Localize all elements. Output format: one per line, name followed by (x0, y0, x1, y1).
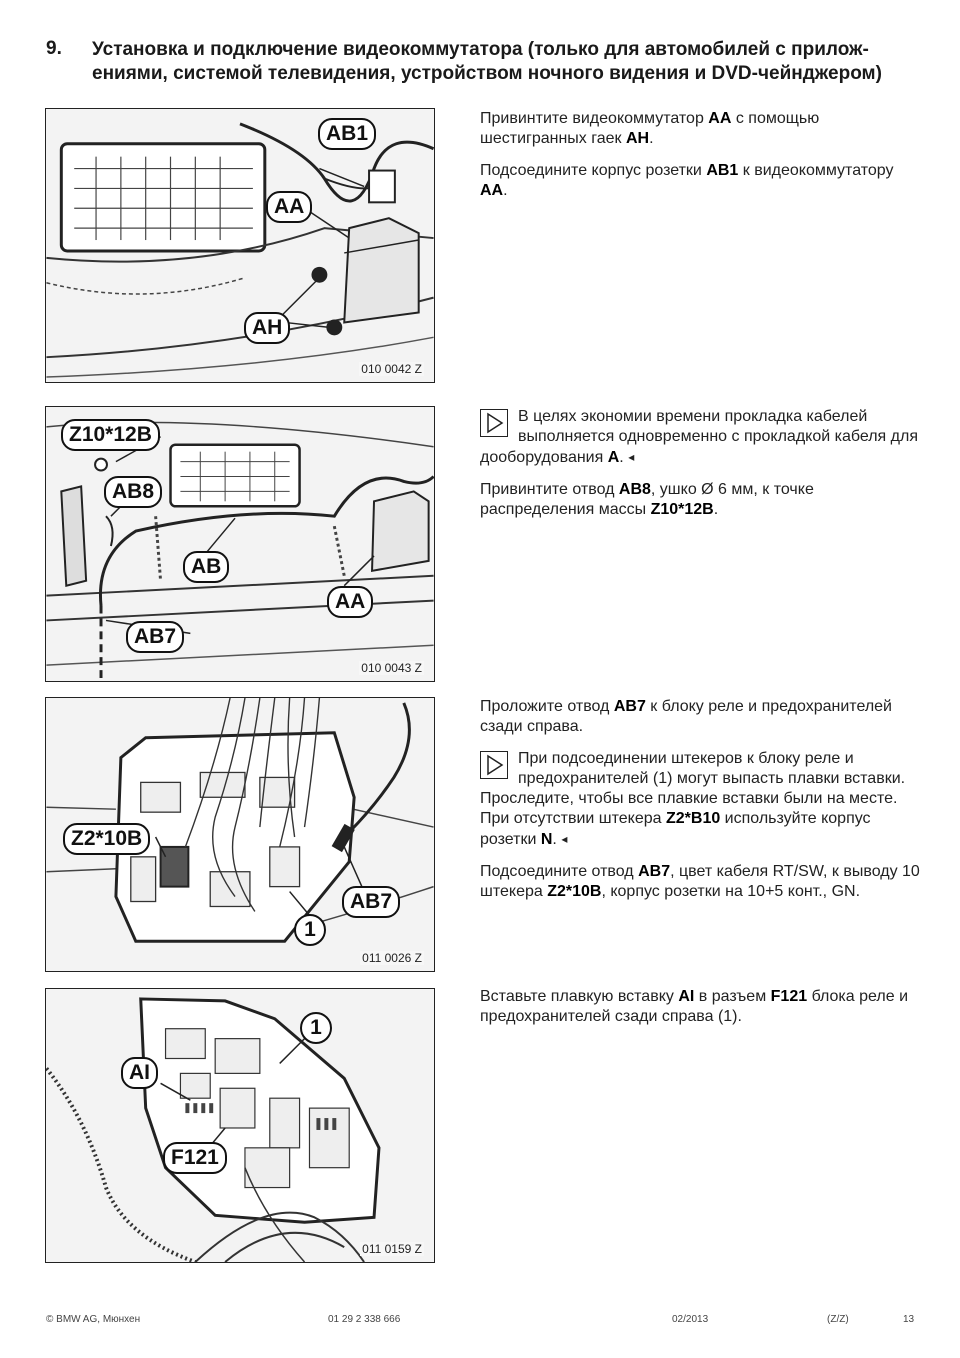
callout-aa: AA (327, 586, 374, 618)
text-run: . (552, 831, 557, 848)
figure-code: 011 0159 Z (360, 1242, 424, 1256)
footer-copyright: © BMW AG, Мюнхен (46, 1314, 141, 1325)
end-mark-icon: ◂ (628, 450, 635, 464)
text-run: блока реле и предохранителей сзади справ… (480, 988, 909, 1025)
footer-page-number: 13 (903, 1314, 915, 1325)
callout-ab1: AB1 (318, 118, 377, 150)
callout-1: 1 (294, 914, 326, 946)
note-triangle-icon (480, 409, 508, 437)
footer-language: (Z/Z) (827, 1314, 849, 1325)
figure-code: 010 0042 Z (359, 362, 424, 376)
text-bold: A (607, 449, 620, 466)
figure-ground-point: Z10*12B AB8 AB AA AB7 010 0043 Z (45, 406, 435, 682)
text-block-4: Вставьте плавкую вставку AI в разъем F12… (480, 987, 920, 1039)
callout-aa: AA (266, 191, 313, 223)
text-run: Привинтите отвод (480, 481, 619, 498)
text-run: с помощью шестигранных гаек (480, 110, 820, 147)
note-paragraph: При подсоединении штекеров к блоку реле … (480, 749, 920, 850)
text-bold: Z10*12B (650, 501, 714, 518)
text-run: к видеокоммутатору (738, 162, 894, 179)
text-run: , цвет кабеля RT/SW, к выводу 10 штекера (480, 863, 920, 900)
figure-4-illustration (46, 989, 434, 1262)
callout-1: 1 (300, 1012, 332, 1044)
text-bold: AA (480, 182, 504, 199)
text-run: , ушко Ø 6 мм, к точке распределения мас… (480, 481, 814, 518)
figure-code: 011 0026 Z (360, 951, 424, 965)
text-run: используйте корпус розетки (480, 810, 871, 848)
instruction-paragraph: Привинтите отвод AB8, ушко Ø 6 мм, к точ… (480, 480, 920, 520)
text-run: в разъем (694, 988, 771, 1005)
text-run: . (649, 130, 654, 147)
figure-relay-box-connection: Z2*10B AB7 1 011 0026 Z (45, 697, 435, 972)
text-bold: AH (625, 130, 650, 147)
footer-part-number: 01 29 2 338 666 (328, 1314, 401, 1325)
text-block-1: Привинтите видеокоммутатор AA с помощью … (480, 109, 920, 213)
instruction-paragraph: Подсоедините корпус розетки AB1 к видеок… (480, 161, 920, 201)
text-bold: AB7 (638, 863, 671, 880)
text-bold: AB7 (613, 698, 646, 715)
text-run: Вставьте плавкую вставку (480, 988, 679, 1005)
figure-1-illustration (46, 109, 434, 382)
text-run: При подсоединении штекеров к блоку реле … (480, 750, 906, 827)
section-title: Установка и подключение видеокоммутатора… (92, 39, 882, 84)
figure-2-illustration (46, 407, 434, 681)
text-run: Проложите отвод (480, 698, 614, 715)
text-bold: F121 (770, 988, 808, 1005)
text-run: . (503, 182, 508, 199)
callout-ab7: AB7 (342, 886, 401, 918)
text-run: , корпус розетки на 10+5 конт., GN. (601, 883, 861, 900)
note-triangle-icon (480, 751, 508, 779)
footer-date: 02/2013 (672, 1314, 709, 1325)
instruction-paragraph: Проложите отвод AB7 к блоку реле и предо… (480, 697, 920, 737)
text-bold: AB8 (618, 481, 651, 498)
callout-ab: AB (183, 551, 230, 583)
text-bold: AI (678, 988, 695, 1005)
page-footer: © BMW AG, Мюнхен 01 29 2 338 666 02/2013… (46, 1314, 916, 1330)
text-run: к блоку реле и предохранителей сзади спр… (480, 698, 892, 735)
text-bold: N (540, 831, 553, 848)
figure-fuse-insertion: 1 AI F121 011 0159 Z (45, 988, 435, 1263)
text-run: Подсоедините корпус розетки (480, 162, 707, 179)
text-bold: Z2*B10 (665, 810, 721, 827)
callout-ab8: AB8 (104, 476, 163, 508)
text-block-2: В целях экономии времени прокладка кабел… (480, 407, 920, 532)
callout-z2-10b: Z2*10B (63, 823, 151, 855)
text-run: . (713, 501, 719, 518)
callout-ai: AI (121, 1057, 158, 1089)
text-bold: AA (708, 110, 732, 127)
text-bold: Z2*10B (547, 883, 602, 900)
callout-ah: AH (244, 312, 291, 344)
figure-video-switch-mounting: AB1 AA AH 010 0042 Z (45, 108, 435, 383)
figure-3-illustration (46, 698, 434, 971)
text-block-3: Проложите отвод AB7 к блоку реле и предо… (480, 697, 920, 914)
instruction-paragraph: Подсоедините отвод AB7, цвет кабеля RT/S… (480, 862, 920, 902)
text-run: В целях экономии времени прокладка кабел… (480, 408, 918, 466)
text-run: Привинтите видеокоммутатор (480, 110, 709, 127)
callout-f121: F121 (163, 1142, 227, 1174)
section-number: 9. (46, 38, 62, 59)
figure-code: 010 0043 Z (359, 661, 424, 675)
callout-ab7: AB7 (126, 621, 185, 653)
instruction-paragraph: Вставьте плавкую вставку AI в разъем F12… (480, 987, 920, 1027)
text-run: Подсоедините отвод (480, 863, 639, 880)
end-mark-icon: ◂ (561, 832, 568, 846)
note-paragraph: В целях экономии времени прокладка кабел… (480, 407, 920, 468)
text-run: . (619, 449, 624, 466)
instruction-paragraph: Привинтите видеокоммутатор AA с помощью … (480, 109, 920, 149)
callout-z10-12b: Z10*12B (61, 419, 160, 451)
text-bold: AB1 (706, 162, 739, 179)
